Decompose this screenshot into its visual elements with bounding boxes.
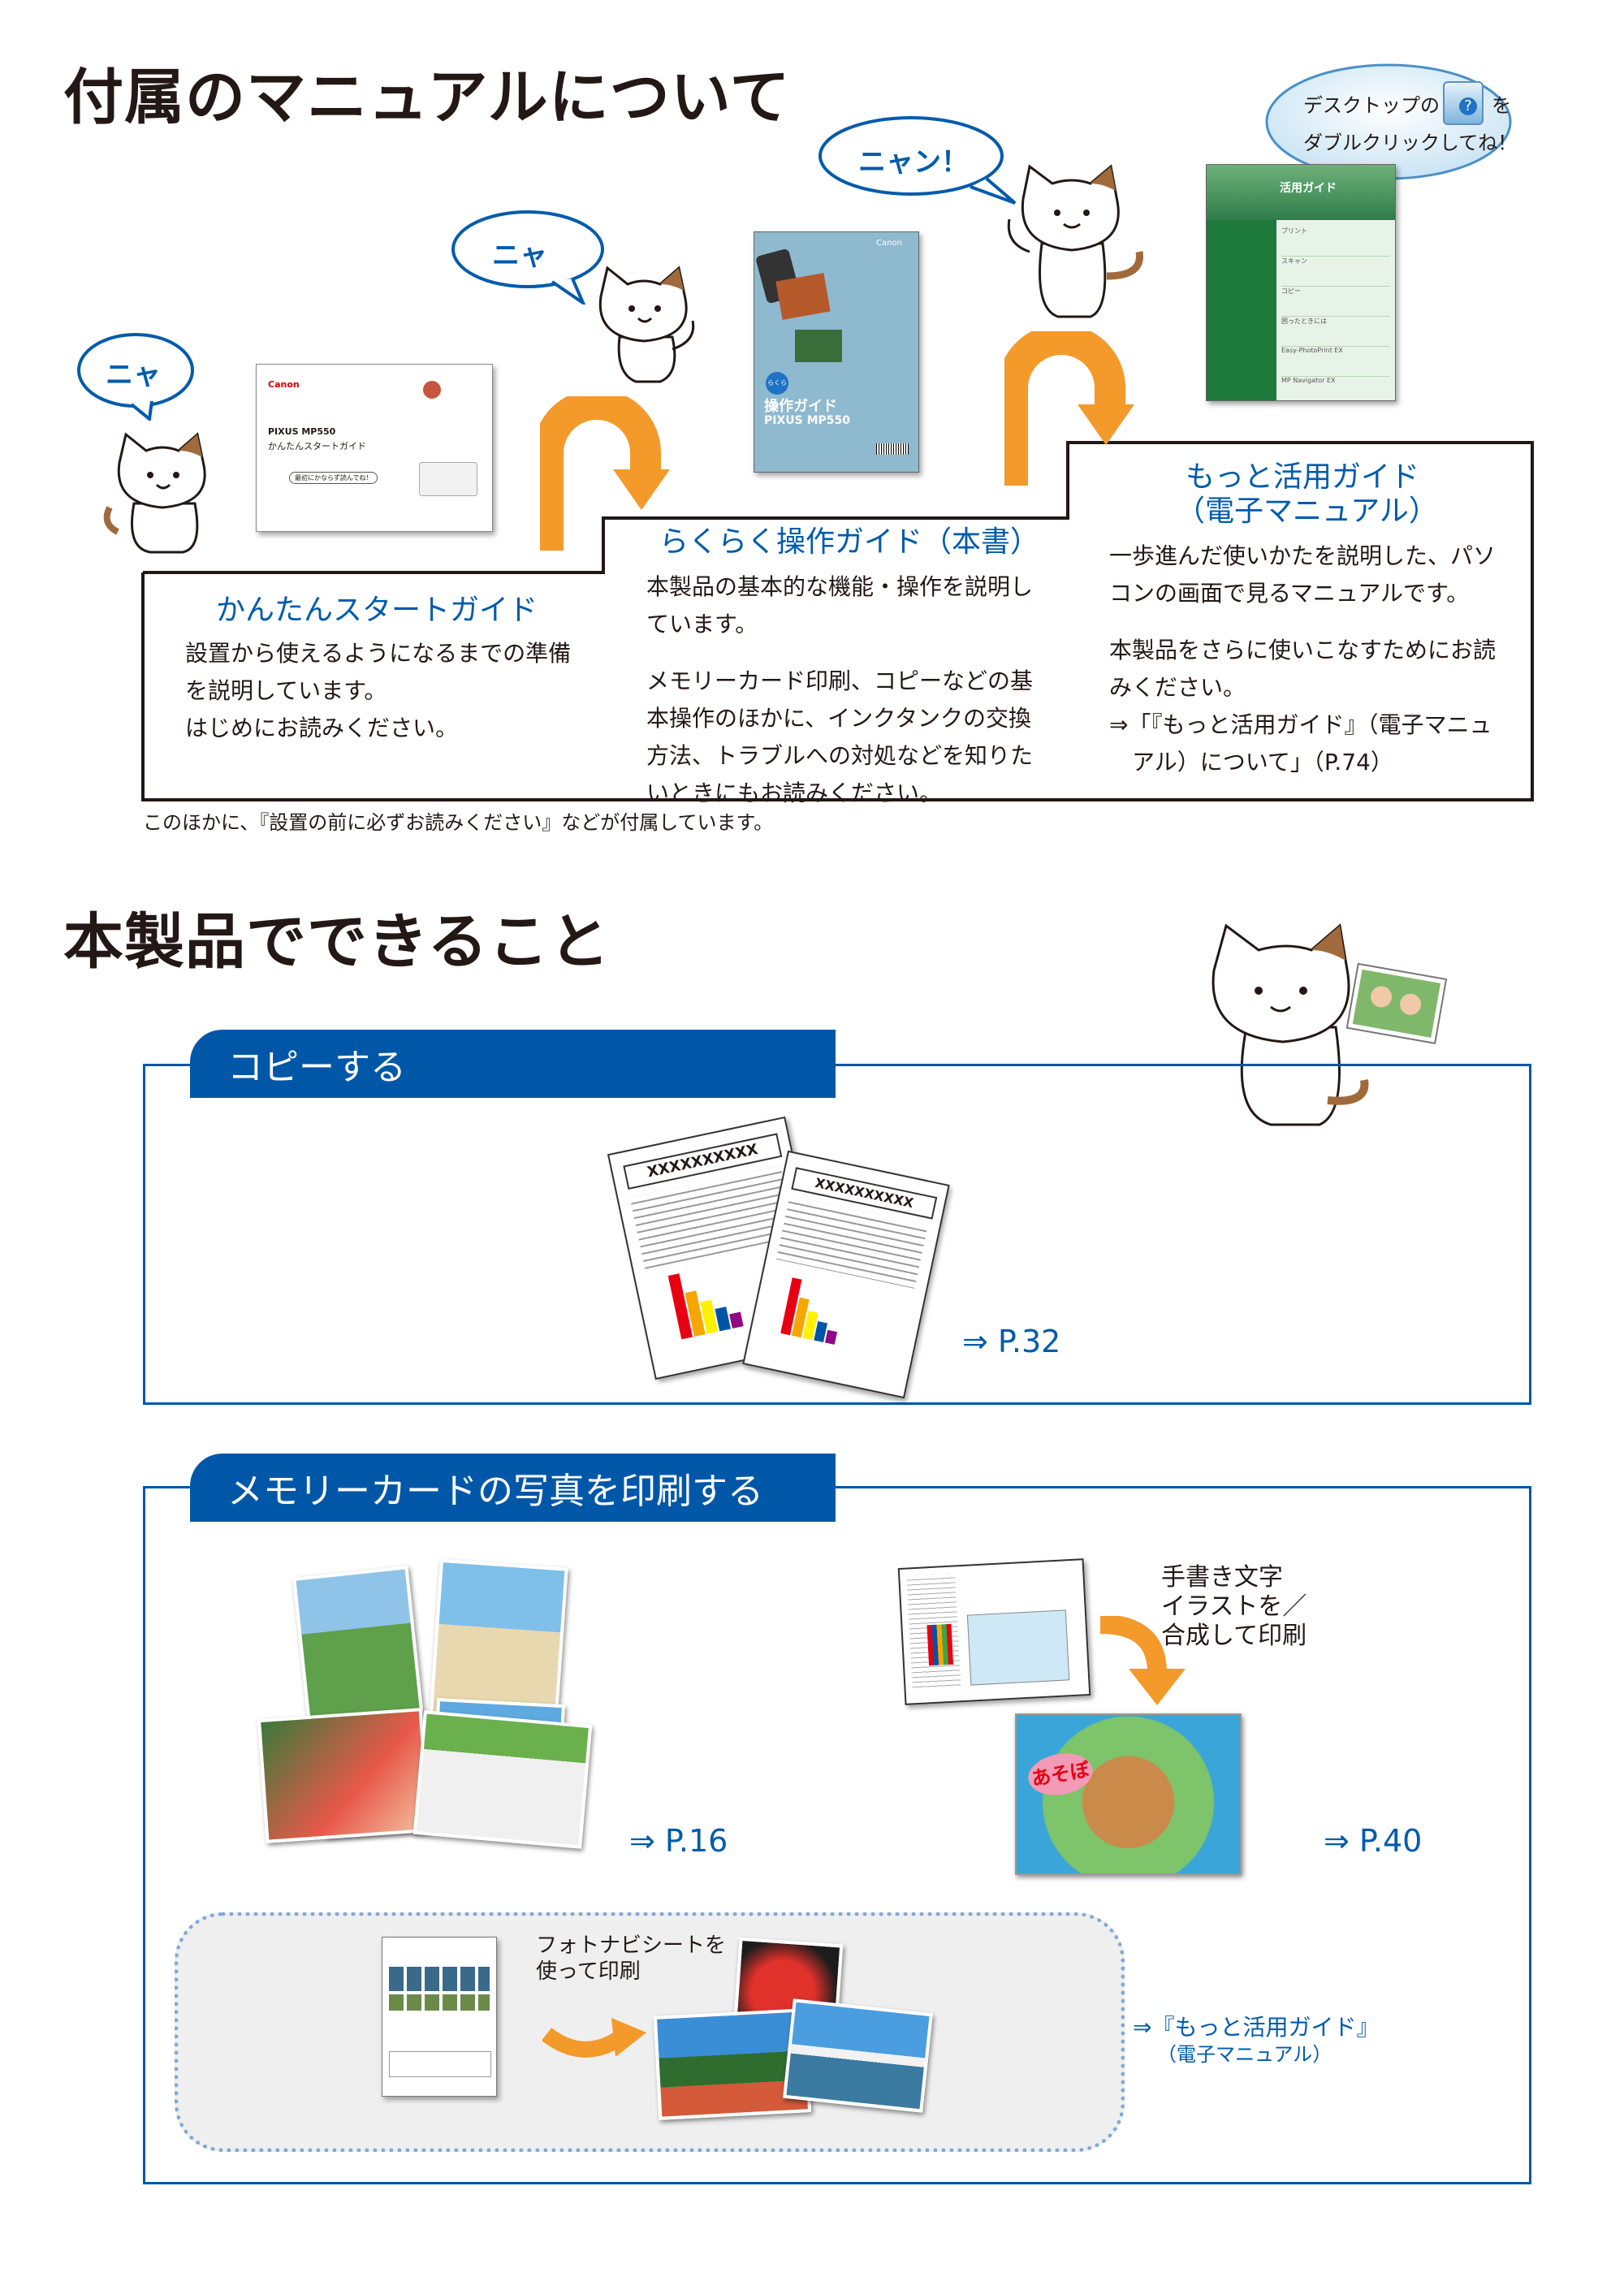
step-up-arrow-icon: [1004, 331, 1134, 486]
bar: [729, 1311, 744, 1329]
menu-item: プリント: [1281, 227, 1390, 257]
step-up-arrow-icon: [540, 396, 670, 551]
handwriting-page-link[interactable]: ⇒ P.40: [1324, 1823, 1423, 1859]
curved-arrow-icon: [1099, 1616, 1186, 1705]
guide-title-start: かんたんスタートガイド: [216, 594, 538, 627]
photonavi-caption: フォトナビシートを 使って印刷: [536, 1933, 727, 1984]
thumbnail-row: [389, 1967, 490, 1991]
advanced-guide-link-sub[interactable]: （電子マニュアル）: [1157, 2043, 1332, 2066]
speech-bubble: ニャ: [447, 207, 609, 308]
section-title-manuals: 付属のマニュアルについて: [63, 63, 791, 132]
photo-print-page-link[interactable]: ⇒ P.16: [629, 1823, 728, 1859]
booklet-name: かんたんスタートガイド: [268, 441, 366, 451]
photonavi-sheet-image: [382, 1937, 497, 2097]
brand-logo: Canon: [876, 239, 902, 248]
screen-menu: プリント スキャン コピー 困ったときには Easy-PhotoPrint EX…: [1281, 227, 1390, 406]
guide-description-operation: 本製品の基本的な機能・操作を説明し ています。 メモリーカード印刷、コピーなどの…: [646, 573, 1034, 806]
series-badge: らくらく: [766, 372, 788, 409]
thumbnail-row: [389, 1994, 490, 2011]
photo-lake-clouds: [783, 1998, 933, 2113]
bubble-text: ニャ: [106, 359, 161, 391]
copy-section-tab: コピーする: [190, 1030, 836, 1098]
memory-card-section-tab: メモリーカードの写真を印刷する: [190, 1454, 836, 1522]
model-label: PIXUS MP550: [764, 414, 851, 427]
bar: [824, 1329, 838, 1345]
photo-dog-composite: あそぼ: [1015, 1713, 1242, 1875]
screen-sidebar: [1207, 220, 1276, 400]
cat-mascot-illustration: [1007, 164, 1143, 318]
advanced-guide-link[interactable]: ⇒『もっと活用ガイド』: [1133, 2014, 1380, 2041]
staircase-frame: [141, 441, 1534, 801]
memory-card-section-frame: [143, 1486, 1531, 2184]
sheet-photo-area: [966, 1609, 1070, 1686]
handwriting-caption: 手書き文字 イラストを／ 合成して印刷: [1161, 1563, 1307, 1650]
guide-title-advanced: もっと活用ガイド: [1186, 460, 1420, 494]
speech-bubble: ニャ: [75, 331, 197, 422]
hint-text: デスクトップの: [1303, 94, 1440, 117]
operation-guide-booklet-image: Canon らくらく 操作ガイド PIXUS MP550: [754, 231, 919, 473]
menu-item: スキャン: [1281, 257, 1390, 287]
booklet-name: 操作ガイド: [764, 398, 837, 415]
photo-children-smiling: [412, 1710, 593, 1849]
curved-arrow-icon: [542, 2018, 646, 2058]
cat-mascot-illustration: [598, 266, 695, 383]
menu-item: Easy-PhotoPrint EX: [1281, 347, 1390, 377]
booklet-name: 活用ガイド: [1280, 182, 1337, 195]
menu-item: コピー: [1281, 287, 1390, 317]
brand-logo: Canon: [268, 379, 300, 390]
bubble-text: ニャン！: [858, 146, 969, 179]
menu-item: 困ったときには: [1281, 317, 1390, 347]
manual-shortcut-icon[interactable]: ?: [1443, 81, 1484, 125]
barcode-icon: [876, 443, 909, 455]
badge-icon: [423, 381, 441, 399]
section-title-features: 本製品でできること: [63, 907, 611, 977]
menu-item: MP Navigator EX: [1281, 377, 1336, 384]
accessories-note: このほかに、『設置の前に必ずお読みください』などが付属しています。: [143, 811, 774, 834]
cat-holding-photo-illustration: [1212, 923, 1448, 1126]
guide-description-advanced: 一歩進んだ使いかたを説明した、パソ コンの画面で見るマニュアルです。 本製品をさ…: [1109, 542, 1497, 775]
photonavi-panel: [175, 1912, 1125, 2152]
speech-bubble: ニャン！: [816, 114, 1019, 207]
printer-icon: [419, 462, 477, 496]
hint-text: ダブルクリックしてね！: [1303, 132, 1518, 154]
cat-mascot-illustration: [103, 432, 206, 554]
screen-header: [1207, 165, 1395, 220]
handwriting-sheet-image: [897, 1558, 1091, 1705]
photo-thumb: [775, 273, 831, 320]
guide-title-advanced-sub: （電子マニュアル）: [1176, 495, 1438, 528]
sheet-form-box: [389, 2051, 491, 2077]
color-palette: [926, 1623, 954, 1666]
guide-title-operation: らくらく操作ガイド（本書）: [659, 525, 1040, 559]
start-guide-booklet-image: Canon PIXUS MP550 かんたんスタートガイド 最初にかならず読んで…: [256, 364, 493, 532]
guide-description-start: 設置から使えるようになるまでの準備 を説明しています。 はじめにお読みください。: [185, 640, 572, 741]
bubble-text: ニャ: [492, 240, 547, 272]
booklet-tag: 最初にかならず読んでね！: [289, 472, 378, 484]
model-label: PIXUS MP550: [268, 426, 336, 437]
photo-thumb: [795, 330, 842, 362]
copy-page-link[interactable]: ⇒ P.32: [962, 1324, 1061, 1359]
hint-text: を: [1492, 94, 1511, 117]
handwritten-bubble: あそぼ: [1025, 1748, 1096, 1800]
photo-children-festival: [257, 1708, 431, 1843]
online-manual-screen-image: 活用ガイド プリント スキャン コピー 困ったときには Easy-PhotoPr…: [1206, 164, 1396, 401]
copy-section-frame: [143, 1064, 1531, 1405]
